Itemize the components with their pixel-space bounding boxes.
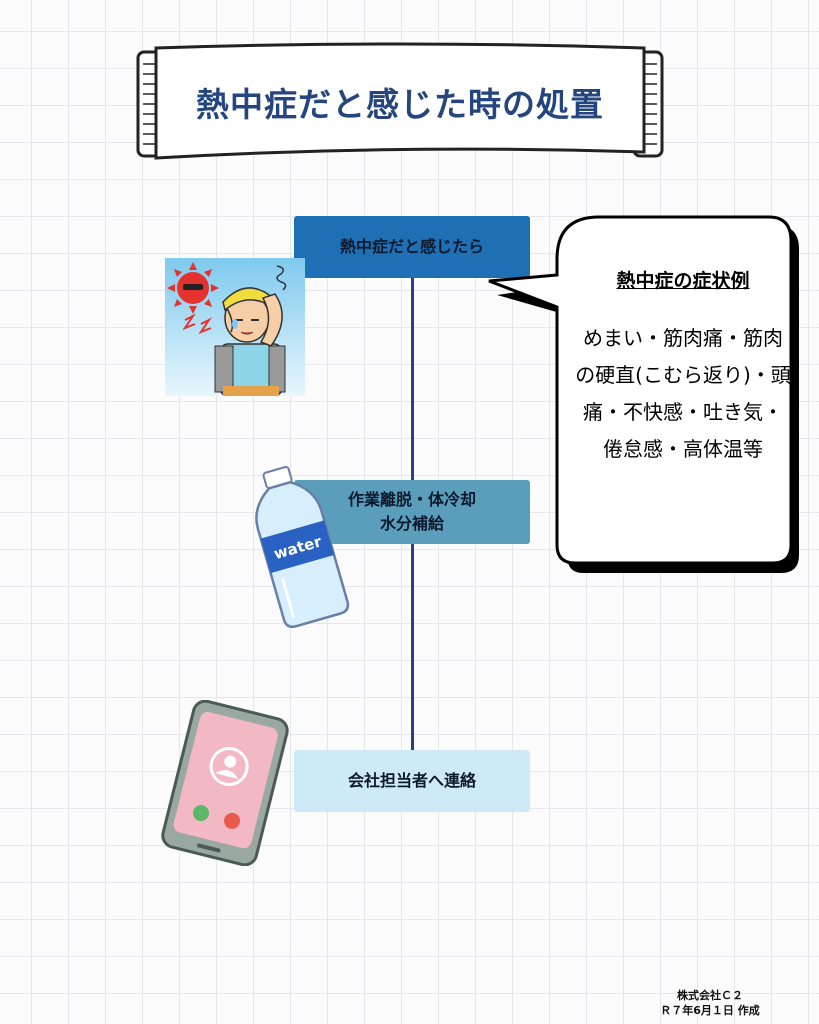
- created-date: Ｒ７年6月１日 作成: [660, 1004, 760, 1017]
- step-feel-heatstroke: 熱中症だと感じたら: [294, 216, 530, 278]
- heatstroke-worker-illustration: [165, 258, 305, 396]
- step-contact-company: 会社担当者へ連絡: [294, 750, 530, 812]
- step-label: 作業離脱・体冷却 水分補給: [347, 490, 476, 533]
- title-banner: [136, 42, 664, 160]
- company-name: 株式会社Ｃ２: [677, 989, 743, 1002]
- page-title: 熱中症だと感じた時の処置: [196, 85, 604, 124]
- water-bottle-illustration: water: [255, 466, 350, 628]
- symptoms-speech-bubble: [488, 215, 799, 573]
- symptoms-title: 熱中症の症状例: [616, 270, 750, 292]
- smartphone-illustration: [161, 700, 289, 866]
- footer-credit: 株式会社Ｃ２ Ｒ７年6月１日 作成: [640, 988, 780, 1018]
- step-label: 会社担当者へ連絡: [347, 771, 476, 790]
- caller-avatar: [209, 747, 249, 787]
- symptoms-list: めまい・筋肉痛・筋肉の硬直(こむら返り)・頭痛・不快感・吐き気・倦怠感・高体温等: [575, 326, 791, 461]
- decline-call-icon: [224, 812, 241, 829]
- step-label: 熱中症だと感じたら: [339, 237, 484, 256]
- answer-call-icon: [193, 805, 210, 822]
- sun-icon: [167, 262, 219, 314]
- step-cool-down-hydrate: 作業離脱・体冷却 水分補給: [294, 480, 530, 544]
